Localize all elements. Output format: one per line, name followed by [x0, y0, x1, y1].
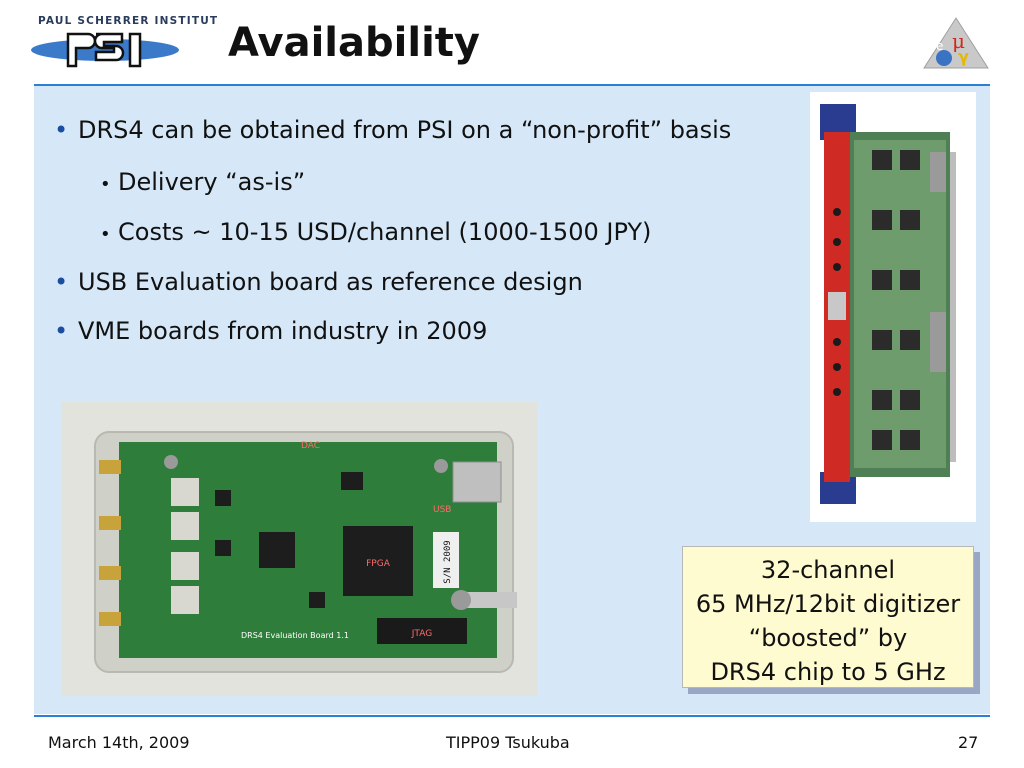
psi-logo [31, 32, 179, 68]
fpga-label: FPGA [366, 559, 391, 569]
caption-line: DRS4 chip to 5 GHz [710, 658, 946, 686]
bullet-text: Costs ~ 10-15 USD/channel (1000-1500 JPY… [118, 218, 652, 246]
page-number: 27 [958, 733, 979, 752]
caption-line: “boosted” by [748, 624, 908, 652]
evaluation-label: DRS4 Evaluation Board 1.1 [241, 631, 349, 640]
caption-line: 32-channel [760, 556, 896, 584]
svg-text:μ: μ [952, 29, 965, 53]
bullet-text: USB Evaluation board as reference design [78, 268, 583, 296]
sub-bullet-item: • Delivery “as-is” [100, 168, 305, 196]
bullet-icon: • [54, 268, 69, 296]
sub-bullet-icon: • [100, 174, 111, 195]
caption-box: 32-channel 65 MHz/12bit digitizer “boost… [682, 546, 974, 688]
caption-line: 65 MHz/12bit digitizer [695, 590, 961, 618]
serial-label: S/N 2009 [443, 540, 453, 583]
usb-board-drawing: FPGA S/N 2009 JTAG DRS4 Evaluation Board… [61, 402, 537, 696]
slide-title: Availability [228, 20, 480, 66]
jtag-label: JTAG [411, 629, 432, 639]
sub-bullet-item: • Costs ~ 10-15 USD/channel (1000-1500 JP… [100, 218, 651, 246]
bullet-item: • VME boards from industry in 2009 [54, 317, 487, 345]
vme-board-drawing [810, 92, 976, 522]
bullet-text: Delivery “as-is” [118, 168, 306, 196]
bullet-item: • DRS4 can be obtained from PSI on a “non… [54, 116, 731, 144]
bullet-icon: • [54, 317, 69, 345]
bullet-text: DRS4 can be obtained from PSI on a “non-… [78, 116, 732, 144]
usb-board-photo: FPGA S/N 2009 JTAG DRS4 Evaluation Board… [61, 402, 537, 696]
footer-event: TIPP09 Tsukuba [446, 733, 570, 752]
vme-board-photo [810, 92, 976, 522]
institute-name: PAUL SCHERRER INSTITUT [38, 15, 219, 27]
footer-divider [34, 715, 990, 717]
usb-label: USB [433, 505, 451, 515]
svg-text:e: e [936, 39, 943, 53]
header-divider [34, 84, 990, 86]
dac-label: DAC [301, 441, 320, 451]
bullet-icon: • [54, 116, 69, 144]
svg-text:γ: γ [958, 47, 969, 66]
bullet-text: VME boards from industry in 2009 [78, 317, 488, 345]
sub-bullet-icon: • [100, 224, 111, 245]
corner-logo-icon: μ γ e [923, 17, 989, 69]
slide-header: PAUL SCHERRER INSTITUT Availability μ γ … [0, 0, 1024, 82]
footer-date: March 14th, 2009 [48, 733, 190, 752]
bullet-item: • USB Evaluation board as reference desig… [54, 268, 583, 296]
